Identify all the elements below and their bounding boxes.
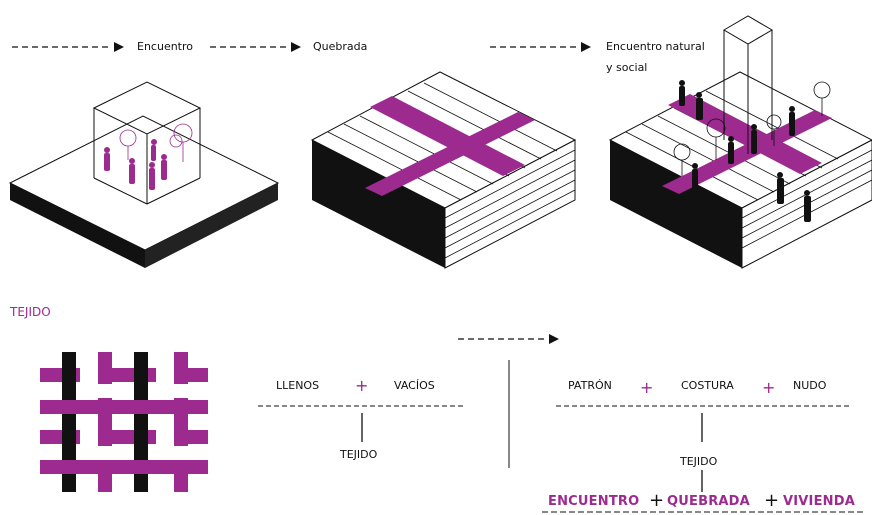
equation1-llenos: LLENOS bbox=[276, 379, 320, 392]
section-title-tejido: TEJIDO bbox=[10, 305, 51, 319]
final-plus-1: + bbox=[649, 490, 665, 511]
equation1-vacios: VACÍOS bbox=[394, 379, 435, 392]
equation2-result: TEJIDO bbox=[680, 455, 718, 468]
flow-arrow-2 bbox=[210, 42, 301, 52]
tejido-weave-pattern bbox=[40, 352, 208, 492]
flow-label-natural-line1: Encuentro natural bbox=[606, 40, 705, 53]
flow-label-natural-line2: y social bbox=[606, 61, 648, 74]
equation2-plus-1: + bbox=[640, 378, 654, 397]
equation1-result: TEJIDO bbox=[340, 448, 378, 461]
flow-arrow-3 bbox=[490, 42, 591, 52]
flow-arrow-1 bbox=[12, 42, 124, 52]
final-plus-2: + bbox=[764, 490, 780, 511]
flow-label-encuentro: Encuentro bbox=[137, 40, 194, 53]
flow-label-quebrada: Quebrada bbox=[313, 40, 368, 53]
final-vivienda: VIVIENDA bbox=[783, 494, 856, 509]
flow-arrow-4 bbox=[458, 334, 559, 344]
final-quebrada: QUEBRADA bbox=[667, 494, 750, 509]
final-encuentro: ENCUENTRO bbox=[548, 494, 640, 509]
equation2-nudo: NUDO bbox=[793, 379, 827, 392]
quebrada-steps-illustration bbox=[310, 71, 577, 269]
encuentro-platform-illustration bbox=[8, 81, 280, 268]
equation2-plus-2: + bbox=[762, 378, 776, 397]
equation1-plus: + bbox=[355, 376, 369, 395]
equation2-costura: COSTURA bbox=[681, 379, 734, 392]
equation2-patron: PATRÓN bbox=[568, 379, 612, 392]
encuentro-natural-social-illustration bbox=[608, 15, 872, 269]
